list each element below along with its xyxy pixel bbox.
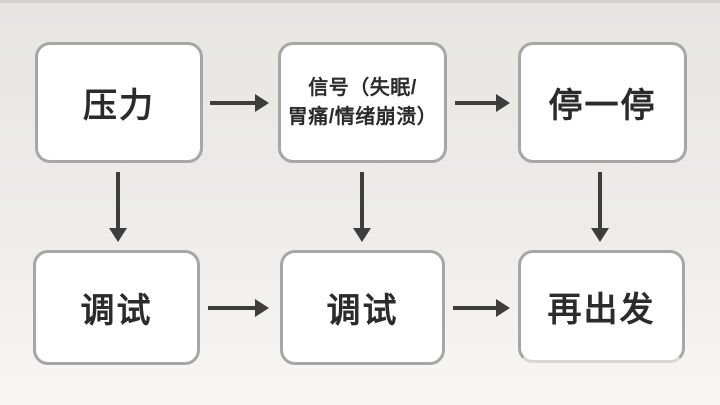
node-pressure: 压力: [35, 42, 203, 163]
arrow-pressure-to-adjust-icon: [109, 172, 127, 242]
node-adjust-center: 调试: [280, 250, 445, 365]
arrow-pause-to-restart-icon: [591, 172, 609, 242]
arrow-pressure-to-signal-icon: [210, 94, 269, 112]
arrow-signal-to-pause-icon: [455, 94, 510, 112]
node-adjust-left: 调试: [33, 250, 200, 365]
node-pressure-label: 压力: [83, 87, 155, 125]
node-restart-label: 再出发: [547, 291, 656, 329]
node-signal-label-line1: 信号（失眠/: [308, 76, 417, 99]
arrow-adjust-to-restart-icon: [453, 299, 510, 317]
arrow-signal-to-adjust-icon: [353, 172, 371, 242]
node-restart: 再出发: [518, 250, 685, 363]
node-signal: 信号（失眠/ 胃痛/情绪崩溃）: [278, 42, 447, 163]
node-pause-label: 停一停: [548, 87, 657, 125]
node-signal-label-line2: 胃痛/情绪崩溃）: [287, 105, 438, 128]
node-adjust-left-label: 调试: [80, 292, 153, 330]
node-pause: 停一停: [518, 42, 687, 163]
photo-edge-strip: [0, 0, 720, 3]
node-adjust-center-label: 调试: [326, 292, 399, 330]
arrow-adjust-to-adjust-icon: [208, 299, 269, 317]
